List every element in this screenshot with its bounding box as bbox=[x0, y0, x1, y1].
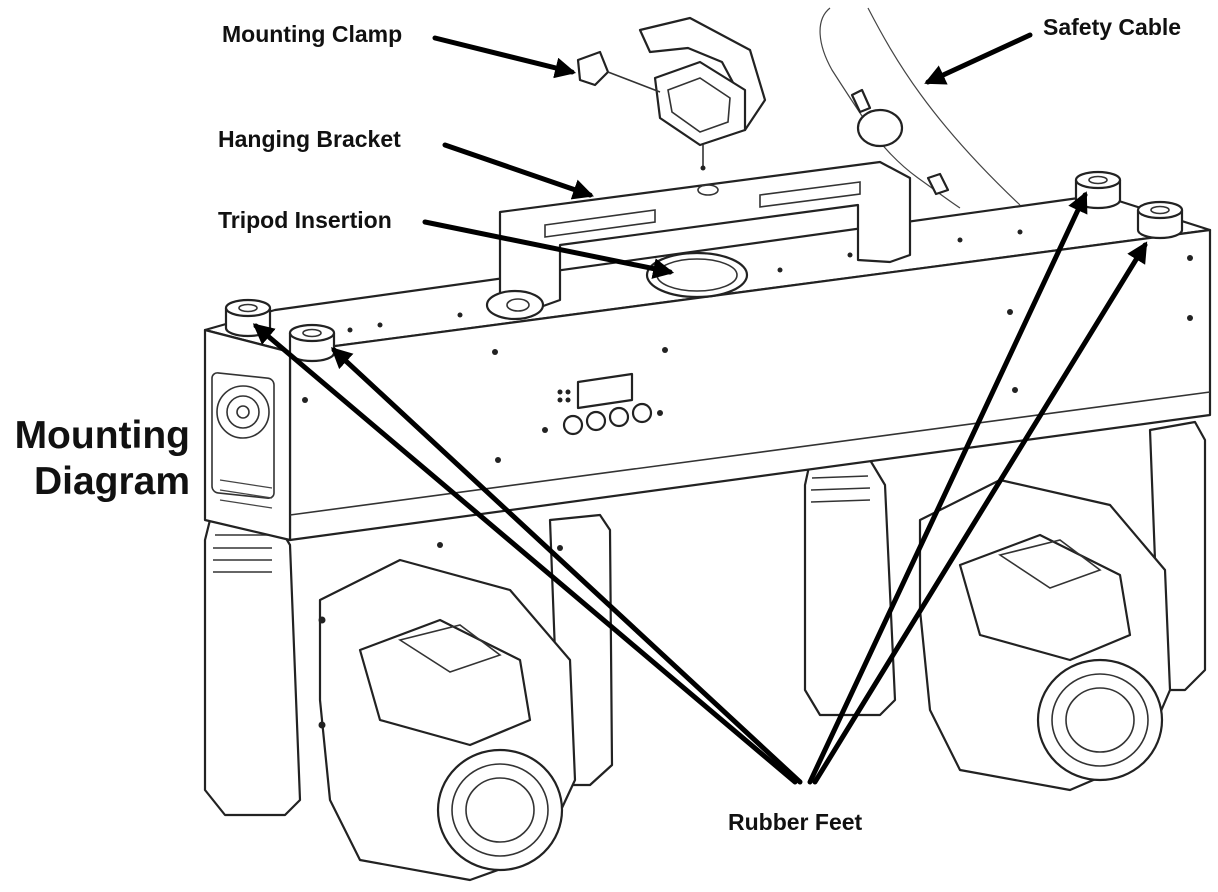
tripod-insertion-hole bbox=[645, 251, 749, 299]
arrow-rubber-foot-1 bbox=[252, 323, 798, 785]
label-rubber-feet: Rubber Feet bbox=[728, 809, 863, 835]
rubber-foot-4 bbox=[1136, 200, 1184, 240]
diagram-title: Mounting Diagram bbox=[15, 414, 190, 503]
label-mounting-clamp: Mounting Clamp bbox=[222, 21, 402, 47]
title-line-2: Diagram bbox=[34, 460, 190, 503]
arrow-tripod-insertion bbox=[422, 219, 675, 279]
bar-end-face bbox=[203, 328, 292, 542]
arrow-mounting-clamp bbox=[432, 35, 577, 79]
screw-holes bbox=[302, 229, 1193, 551]
arrow-hanging-bracket bbox=[442, 142, 594, 200]
control-panel bbox=[557, 372, 653, 436]
label-hanging-bracket: Hanging Bracket bbox=[218, 126, 401, 152]
arrow-rubber-foot-2 bbox=[330, 347, 803, 785]
arrow-rubber-foot-4 bbox=[812, 241, 1148, 785]
rubber-feet bbox=[224, 170, 1184, 363]
hanging-bracket-shape bbox=[485, 160, 912, 321]
arrow-safety-cable bbox=[924, 32, 1033, 85]
label-tripod-insertion: Tripod Insertion bbox=[218, 207, 392, 233]
safety-cable-shape bbox=[819, 7, 1021, 209]
callout-arrows bbox=[252, 32, 1148, 785]
moving-head-right bbox=[803, 420, 1207, 792]
light-bar-illustration bbox=[203, 7, 1212, 882]
mounting-clamp-shape bbox=[576, 16, 767, 171]
arrow-rubber-foot-3 bbox=[807, 191, 1088, 785]
callout-labels: Mounting Clamp Hanging Bracket Tripod In… bbox=[218, 14, 1181, 835]
title-line-1: Mounting bbox=[15, 414, 190, 457]
label-safety-cable: Safety Cable bbox=[1043, 14, 1181, 40]
moving-head-left bbox=[203, 513, 614, 882]
fan-grill-icon bbox=[211, 372, 275, 509]
rubber-foot-2 bbox=[288, 323, 336, 363]
